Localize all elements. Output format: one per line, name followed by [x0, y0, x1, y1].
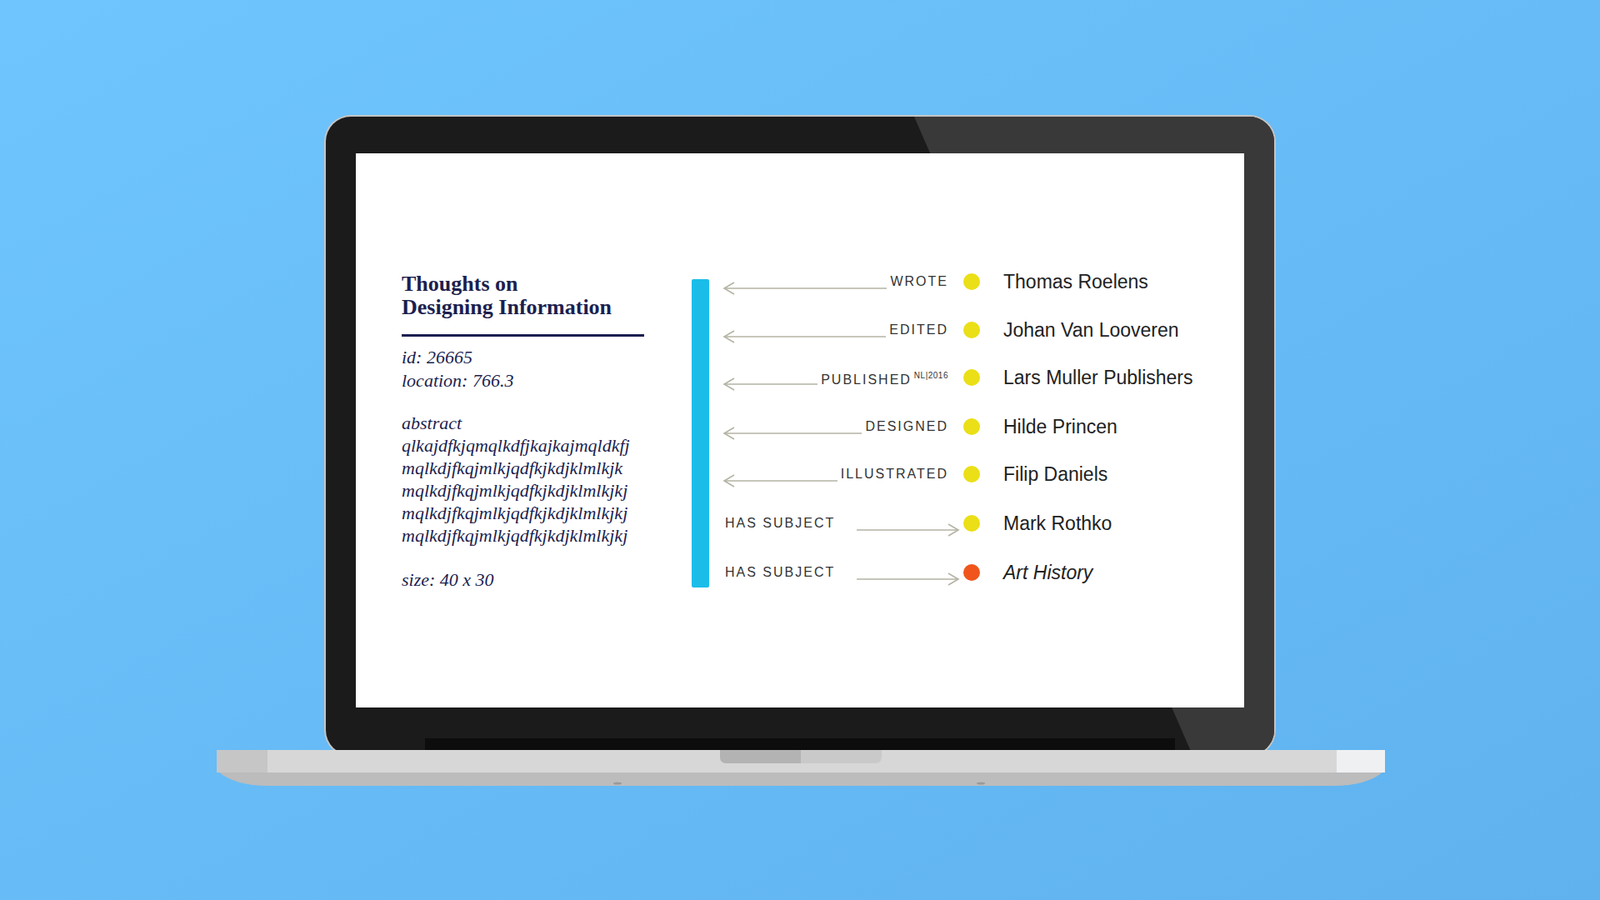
laptop-notch: [720, 750, 882, 764]
edge-label-patch: EDITED: [885, 321, 959, 339]
title-rule-wrap: Thoughts on Designing Information: [401, 272, 645, 337]
laptop-base: [216, 750, 1385, 773]
book-bar: [691, 279, 710, 588]
entity-node: Thomas Roelens: [958, 266, 1149, 297]
entity-name: Mark Rothko: [1003, 511, 1112, 535]
laptop-hinge: [425, 738, 1175, 750]
laptop-base-left-end: [216, 750, 268, 773]
relation-label: EDITED: [889, 322, 949, 337]
record-field: id: 26665: [401, 345, 669, 369]
laptop-base-right-end: [1336, 750, 1385, 773]
record-field: size: 40 x 30: [401, 568, 669, 591]
edge-label-patch: PUBLISHEDNL|2016: [817, 367, 959, 389]
book-title: Thoughts on Designing Information: [401, 272, 614, 320]
laptop-bezel: [325, 116, 1275, 755]
relation-label: DESIGNED: [865, 419, 949, 434]
entity-name: Johan Van Looveren: [1003, 318, 1180, 342]
record-field: abstract: [401, 411, 669, 435]
entity-dot-holder: [958, 266, 985, 297]
edge-label-patch: WROTE: [886, 273, 959, 290]
entity-dot-holder: [958, 362, 985, 393]
laptop-base-lip: [218, 771, 1384, 786]
entity-dot: [963, 273, 980, 290]
entity-dot-holder: [958, 411, 985, 442]
entity-node: Hilde Princen: [958, 411, 1118, 442]
laptop-foot: [976, 782, 985, 785]
relation-label: HAS SUBJECT: [725, 515, 835, 530]
entity-name: Thomas Roelens: [1003, 270, 1149, 294]
relation-label: ILLUSTRATED: [840, 466, 949, 481]
laptop-notch-shade: [720, 750, 801, 764]
entity-dot: [963, 321, 980, 339]
relation-label: PUBLISHED: [820, 372, 912, 387]
record-field: qlkajdfkjqmqlkdfjkajkajmqldkfj mqlkdjfkq…: [401, 434, 669, 547]
entity-node: Mark Rothko: [958, 508, 1112, 539]
publication-note: NL|2016: [914, 370, 949, 380]
laptop-screen: [355, 153, 1245, 708]
edge-label-patch: DESIGNED: [861, 418, 959, 435]
entity-node: Art History: [958, 557, 1093, 588]
entity-name: Filip Daniels: [1003, 462, 1108, 486]
book-record: Thoughts on Designing Information id: 266…: [401, 266, 725, 600]
relation-label: WROTE: [890, 274, 949, 289]
laptop-foot: [613, 782, 622, 785]
entity-dot-holder: [958, 315, 985, 345]
laptop-lid-edge: [324, 115, 1276, 757]
entity-dot: [963, 515, 980, 532]
entity-dot-holder: [958, 459, 985, 490]
edge-label-patch: HAS SUBJECT: [721, 564, 857, 581]
entity-dot: [963, 465, 980, 483]
entity-dot: [963, 418, 980, 435]
entity-node: Filip Daniels: [958, 459, 1108, 490]
entity-name: Art History: [1003, 560, 1093, 585]
entity-dot: [963, 369, 980, 386]
edge-label-patch: ILLUSTRATED: [837, 465, 959, 483]
entity-dot: [963, 564, 980, 581]
entity-node: Johan Van Looveren: [958, 315, 1180, 345]
entity-node: Lars Muller Publishers: [958, 362, 1194, 393]
relation-label: HAS SUBJECT: [725, 565, 835, 580]
entity-name: Lars Muller Publishers: [1003, 365, 1194, 390]
record-field: location: 766.3: [401, 369, 669, 392]
entity-dot-holder: [958, 508, 985, 539]
entity-dot-holder: [958, 557, 985, 588]
edge-label-patch: HAS SUBJECT: [721, 515, 857, 532]
entity-name: Hilde Princen: [1003, 415, 1118, 439]
